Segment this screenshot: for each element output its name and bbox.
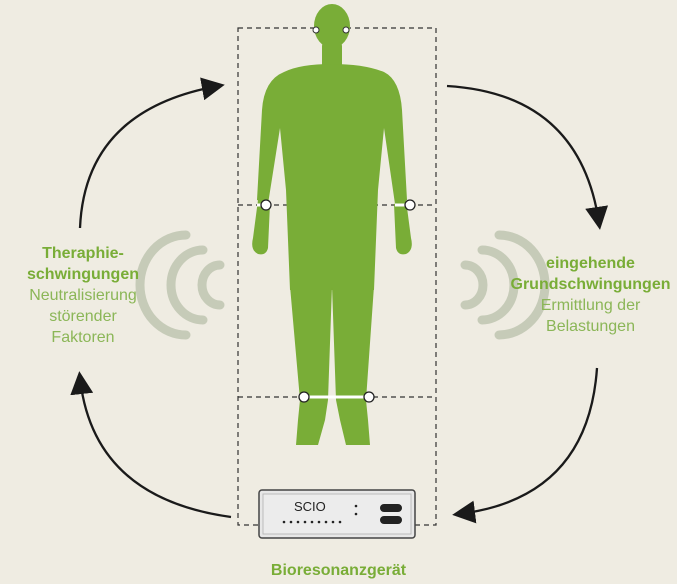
left-ankle-electrode xyxy=(298,391,310,403)
right-title-line2: Grundschwingungen xyxy=(510,276,671,293)
right-title-line1: eingehende xyxy=(546,255,635,272)
right-wrist-electrode xyxy=(404,199,416,211)
human-figure xyxy=(252,4,412,445)
device-name-label: Bioresonanzgerät xyxy=(270,562,407,579)
scio-device: SCIO xyxy=(258,489,416,539)
left-waves-icon xyxy=(135,230,225,340)
right-line1: Ermittlung der xyxy=(540,297,641,314)
arrow-bottom-left xyxy=(70,371,232,519)
arrow-top-right xyxy=(446,84,609,230)
electrode-markers xyxy=(257,26,416,403)
right-line2: Belastungen xyxy=(546,318,635,335)
device-indicator-dots xyxy=(282,504,358,524)
left-line1: Neutralisierung xyxy=(29,287,137,304)
arrow-top-left xyxy=(78,77,225,229)
left-label: Theraphie- schwingungen Neutralisierung … xyxy=(0,243,166,348)
left-title-line2: schwingungen xyxy=(27,266,139,283)
device-buttons xyxy=(380,504,402,524)
cycle-arrows xyxy=(70,77,609,524)
head-right-electrode xyxy=(342,26,350,34)
device-brand-label: SCIO xyxy=(294,499,326,514)
right-ankle-electrode xyxy=(363,391,375,403)
right-label: eingehende Grundschwingungen Ermittlung … xyxy=(504,253,677,337)
right-waves-icon xyxy=(460,230,550,340)
arrow-bottom-right xyxy=(452,367,599,524)
left-line2: störender xyxy=(49,308,117,325)
left-line3: Faktoren xyxy=(51,329,115,346)
left-title-line1: Theraphie- xyxy=(42,245,124,262)
left-wrist-electrode xyxy=(260,199,272,211)
head-left-electrode xyxy=(312,26,320,34)
